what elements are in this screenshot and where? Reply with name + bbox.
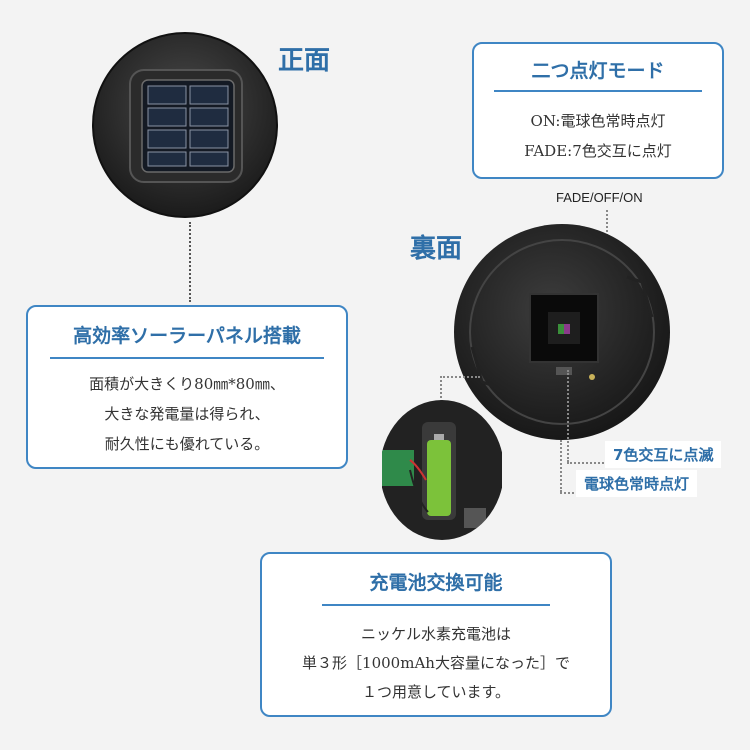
battery-line-3: １つ用意しています。 (361, 683, 511, 701)
fade-mode-callout: 7色交互に点滅 (605, 441, 722, 468)
battery-box-title: 充電池交換可能 (369, 572, 503, 594)
on-callout-line (560, 440, 562, 492)
switch-label: FADE/OFF/ON (556, 190, 643, 205)
back-heading: 裏面 (410, 234, 463, 264)
on-callout-rule (560, 492, 578, 494)
mode-fade-line: FADE:7色交互に点灯 (524, 142, 672, 160)
battery-line-2: 単３形［1000mAh大容量になった］で (302, 654, 570, 672)
panel-box-divider (50, 357, 324, 359)
panel-line-3: 耐久性にも優れている。 (104, 435, 270, 453)
panel-line-1: 面積が大きくり80㎜*80㎜、 (89, 375, 285, 393)
panel-info-box: 高効率ソーラーパネル搭載 面積が大きくり80㎜*80㎜、 大きな発電量は得られ、… (26, 305, 348, 469)
modes-info-box: 二つ点灯モード ON:電球色常時点灯 FADE:7色交互に点灯 (472, 42, 724, 179)
battery-line-1: ニッケル水素充電池は (360, 625, 511, 643)
battery-connector-vert (440, 376, 442, 406)
on-mode-callout: 電球色常時点灯 (576, 470, 698, 497)
battery-info-box: 充電池交換可能 ニッケル水素充電池は 単３形［1000mAh大容量になった］で … (260, 552, 612, 717)
front-connector (189, 222, 191, 302)
panel-box-title: 高効率ソーラーパネル搭載 (73, 325, 301, 347)
modes-box-divider (494, 90, 702, 92)
battery-connector (440, 376, 480, 378)
modes-box-body: ON:電球色常時点灯 FADE:7色交互に点灯 (474, 106, 722, 166)
battery-box-body: ニッケル水素充電池は 単３形［1000mAh大容量になった］で １つ用意していま… (262, 620, 610, 707)
fade-callout-line (567, 370, 569, 462)
back-light-image (452, 222, 672, 442)
battery-box-divider (322, 604, 550, 606)
modes-box-title: 二つ点灯モード (531, 60, 665, 82)
mode-on-line: ON:電球色常時点灯 (530, 112, 666, 130)
battery-inset-image (382, 400, 502, 540)
panel-line-2: 大きな発電量は得られ、 (104, 405, 270, 423)
panel-box-body: 面積が大きくり80㎜*80㎜、 大きな発電量は得られ、 耐久性にも優れている。 (28, 369, 346, 459)
front-heading: 正面 (278, 46, 331, 76)
front-light-image (90, 30, 280, 220)
fade-callout-rule (567, 462, 607, 464)
